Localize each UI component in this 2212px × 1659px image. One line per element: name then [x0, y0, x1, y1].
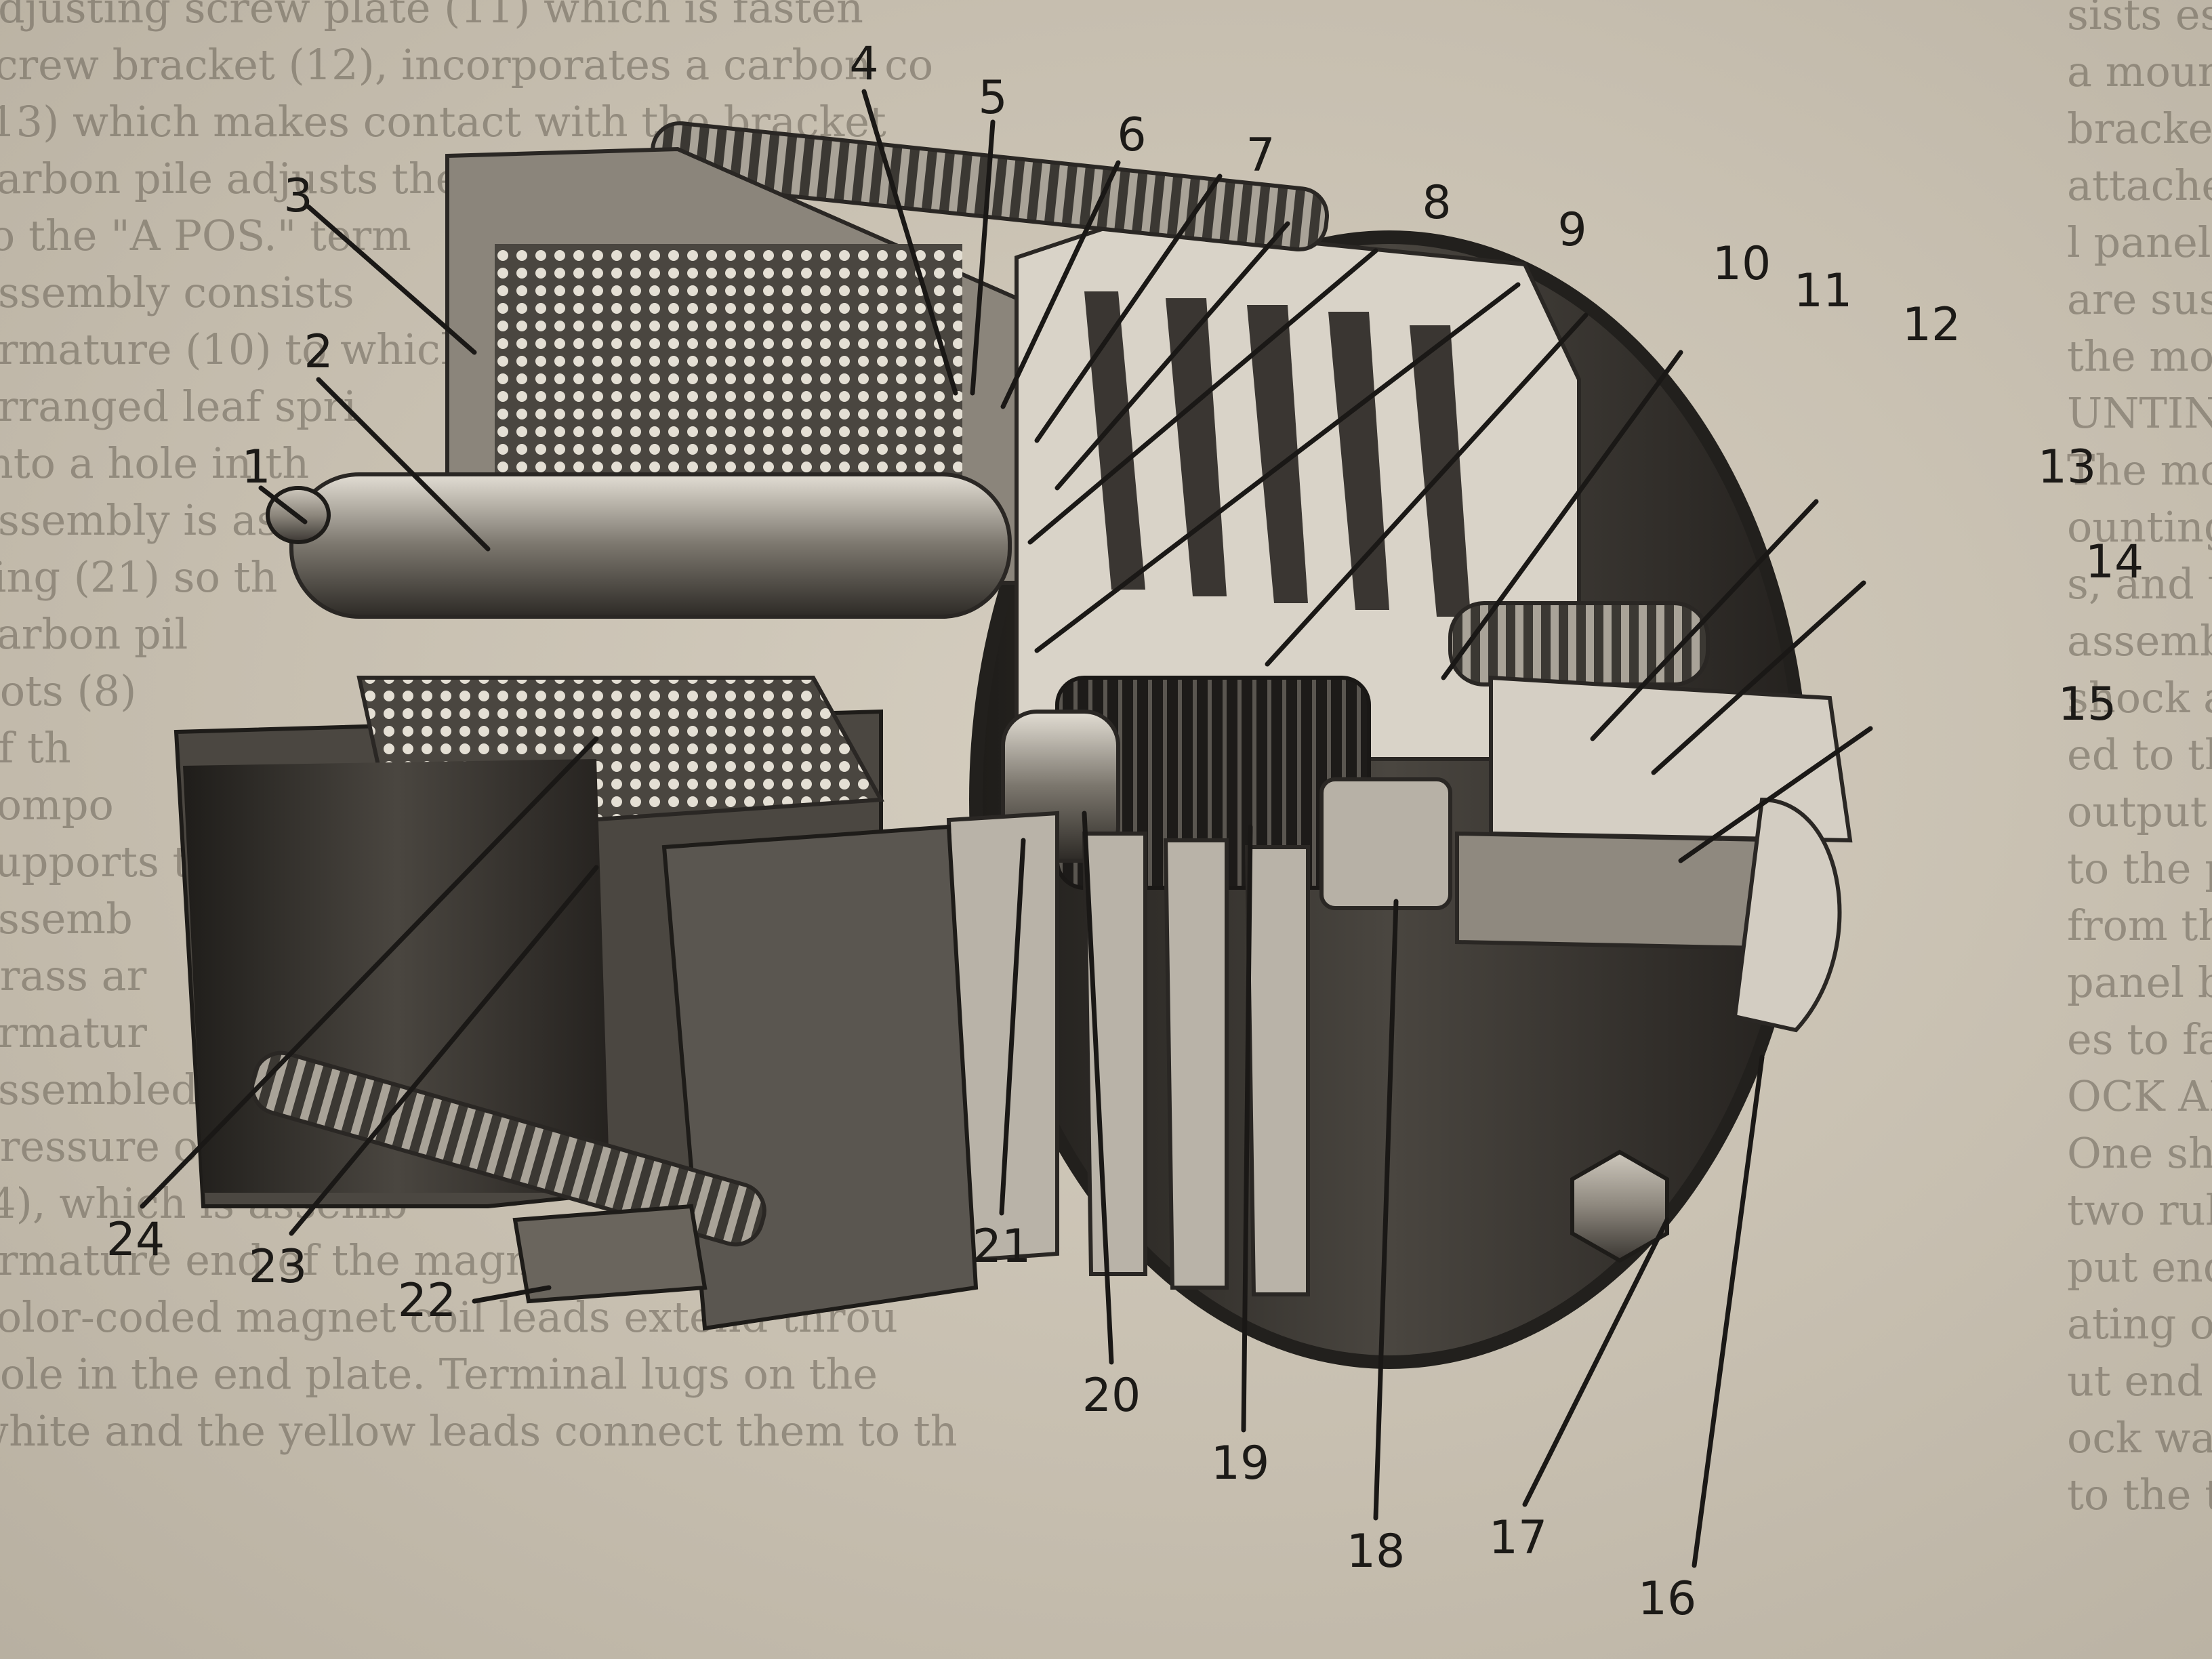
background-text-line: ounting panel (16), — [2067, 502, 2212, 552]
background-text-line: l panel board and shock absorber brack — [2067, 218, 2211, 267]
background-text-line: to the three on the mounting panel. — [2067, 1470, 2212, 1519]
background-text-line: compo — [0, 780, 114, 830]
callout-23: 23 — [248, 1240, 308, 1294]
background-text-right: sists essentially of the complete panel … — [2067, 0, 2212, 1523]
callout-10: 10 — [1712, 237, 1771, 291]
background-text-line: ock washers, and nuts secure these three… — [2067, 1413, 2212, 1462]
callout-18: 18 — [1346, 1525, 1406, 1578]
background-text-line: es to facilitate mounting — [2067, 1015, 2212, 1064]
callout-24: 24 — [106, 1213, 165, 1267]
mounting-foot — [512, 1204, 708, 1304]
background-text-line: One shock absorber — [2067, 1128, 2212, 1178]
background-text-line: ring (21) so th — [0, 552, 278, 602]
background-text-line: of th — [0, 723, 71, 773]
callout-1: 1 — [241, 441, 271, 494]
background-text-line: ut end of the panel board assembly. Thre… — [2067, 1356, 2203, 1406]
end-cap — [1732, 797, 1842, 1033]
background-text-line: UNTING PANEL ASSEMBLY — [2067, 388, 2212, 438]
callout-5: 5 — [978, 71, 1008, 125]
callout-7: 7 — [1246, 129, 1275, 182]
callout-13: 13 — [2037, 441, 2097, 494]
background-text-line: white and the yellow leads connect them … — [0, 1406, 958, 1456]
background-text-line: bracket assemblies. The shock absorber a… — [2067, 104, 2212, 153]
callout-2: 2 — [304, 325, 333, 379]
lower-screw — [250, 1050, 766, 1247]
background-text-line: output end. Two — [2067, 787, 2207, 836]
background-text-line: armature end of the magnet — [0, 1235, 575, 1285]
callout-21: 21 — [972, 1220, 1031, 1273]
callout-8: 8 — [1422, 176, 1452, 230]
background-text-line: screw bracket (12), incorporates a carbo… — [0, 40, 934, 89]
background-text-line: from the panel. — [2067, 901, 2212, 950]
background-text-line: two rubber shock absorbers — [2067, 1185, 2212, 1235]
background-text-line: are suspended from the rubber shock — [2067, 274, 2212, 324]
background-text-line: color-coded magnet coil leads extend thr… — [0, 1292, 898, 1342]
hex-nut — [1570, 1149, 1669, 1263]
background-text-line: assemb — [0, 894, 133, 943]
background-text-line: assembly consists of — [2067, 616, 2212, 665]
background-text-line: shock absorber — [2067, 673, 2212, 722]
callout-11: 11 — [1793, 264, 1853, 318]
front-housing — [661, 824, 979, 1331]
background-text-line: ating one rubber shock absorber, is atta… — [2067, 1299, 2212, 1349]
background-text-line: assembly consists — [0, 268, 354, 317]
background-text-line: sists essentially of the complete panel … — [2067, 0, 2212, 39]
background-text-line: arranged leaf spri — [0, 382, 357, 431]
background-text-line: carbon pil — [0, 609, 188, 659]
background-text-line: to the panel and — [2067, 844, 2212, 893]
background-text-line: armatur — [0, 1008, 147, 1057]
background-text-line: to the "A POS." term — [0, 211, 411, 260]
callout-12: 12 — [1902, 298, 1961, 352]
panel-board-cylinder — [289, 472, 1012, 619]
background-text-line: ed to the input end of the panel — [2067, 730, 2212, 779]
background-text-line: hole in the end plate. Terminal lugs on … — [0, 1349, 878, 1399]
background-text-line: s, and two sponge rubber strips (14). Ea… — [2067, 559, 2212, 609]
background-text-line: adjusting screw plate (11) which is fast… — [0, 0, 863, 33]
callout-9: 9 — [1557, 203, 1587, 257]
background-text-line: the mounting panel. — [2067, 331, 2212, 381]
top-fins — [1084, 291, 1471, 617]
callout-6: 6 — [1117, 108, 1147, 162]
background-text-line: into a hole in th — [0, 438, 310, 488]
callout-19: 19 — [1210, 1437, 1270, 1490]
background-text-line: panel board assembly — [2067, 958, 2212, 1007]
callout-20: 20 — [1082, 1369, 1141, 1422]
plug — [1319, 777, 1452, 910]
background-text-line: OCK ABSORBER ASSEMBLY — [2067, 1071, 2212, 1121]
callout-16: 16 — [1637, 1572, 1697, 1626]
background-text-line: The mounting panel assembly comprises — [2067, 445, 2212, 495]
callout-3: 3 — [283, 169, 313, 223]
background-text-line: (13) which makes contact with the bracke… — [0, 97, 886, 146]
leader-lines — [140, 89, 1873, 1568]
background-text-line: a mounting panel assembly, and two shock — [2067, 47, 2212, 96]
background-text-line: pots (8) — [0, 666, 137, 716]
callout-22: 22 — [397, 1274, 457, 1328]
background-text-line: attached to the panel board (2) and the — [2067, 161, 2212, 210]
callout-4: 4 — [849, 37, 879, 91]
callout-14: 14 — [2085, 535, 2144, 589]
background-text-line: put end of the panel board assembly — [2067, 1242, 2212, 1292]
callout-15: 15 — [2057, 678, 2117, 731]
callout-17: 17 — [1488, 1511, 1548, 1565]
